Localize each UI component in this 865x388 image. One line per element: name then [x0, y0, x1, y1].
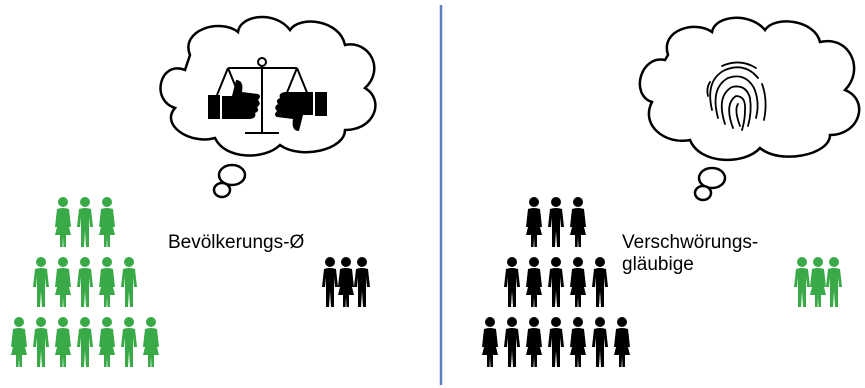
- person-icon: [354, 257, 370, 307]
- person-icon: [592, 317, 608, 367]
- thought-cloud-right: [638, 16, 861, 202]
- person-icon: [504, 317, 520, 367]
- person-icon: [570, 317, 586, 367]
- person-icon: [338, 257, 354, 307]
- person-icon: [77, 257, 93, 307]
- person-icon: [11, 317, 27, 367]
- person-icon: [55, 257, 71, 307]
- figure-group-left-minority: [322, 257, 370, 307]
- person-icon: [794, 257, 810, 307]
- person-icon: [810, 257, 826, 307]
- person-icon: [143, 317, 159, 367]
- person-icon: [614, 317, 630, 367]
- person-icon: [121, 257, 137, 307]
- person-icon: [55, 197, 71, 247]
- person-icon: [77, 197, 93, 247]
- person-icon: [482, 317, 498, 367]
- person-icon: [570, 257, 586, 307]
- person-icon: [570, 197, 586, 247]
- balance-scale-thumbs-icon: [208, 57, 327, 134]
- person-icon: [33, 317, 49, 367]
- fingerprint-icon: [706, 61, 767, 131]
- person-icon: [592, 257, 608, 307]
- person-icon: [548, 257, 564, 307]
- label-line-2: gläubige: [622, 254, 694, 275]
- person-icon: [548, 197, 564, 247]
- person-icon: [526, 197, 542, 247]
- label-line-1: Verschwörungs-: [622, 232, 759, 253]
- person-icon: [99, 317, 115, 367]
- person-icon: [121, 317, 137, 367]
- person-icon: [99, 197, 115, 247]
- figure-group-right-majority: [482, 197, 630, 367]
- label-conspiracy-believers: Verschwörungs- gläubige: [622, 232, 758, 276]
- figure-group-right-minority: [794, 257, 842, 307]
- person-icon: [826, 257, 842, 307]
- label-population-average: Bevölkerungs-Ø: [168, 232, 305, 253]
- person-icon: [77, 317, 93, 367]
- person-icon: [33, 257, 49, 307]
- person-icon: [99, 257, 115, 307]
- person-icon: [55, 317, 71, 367]
- figure-group-left-majority: [11, 197, 159, 367]
- person-icon: [526, 317, 542, 367]
- person-icon: [504, 257, 520, 307]
- person-icon: [322, 257, 338, 307]
- person-icon: [548, 317, 564, 367]
- thought-cloud-left: [159, 15, 377, 199]
- person-icon: [526, 257, 542, 307]
